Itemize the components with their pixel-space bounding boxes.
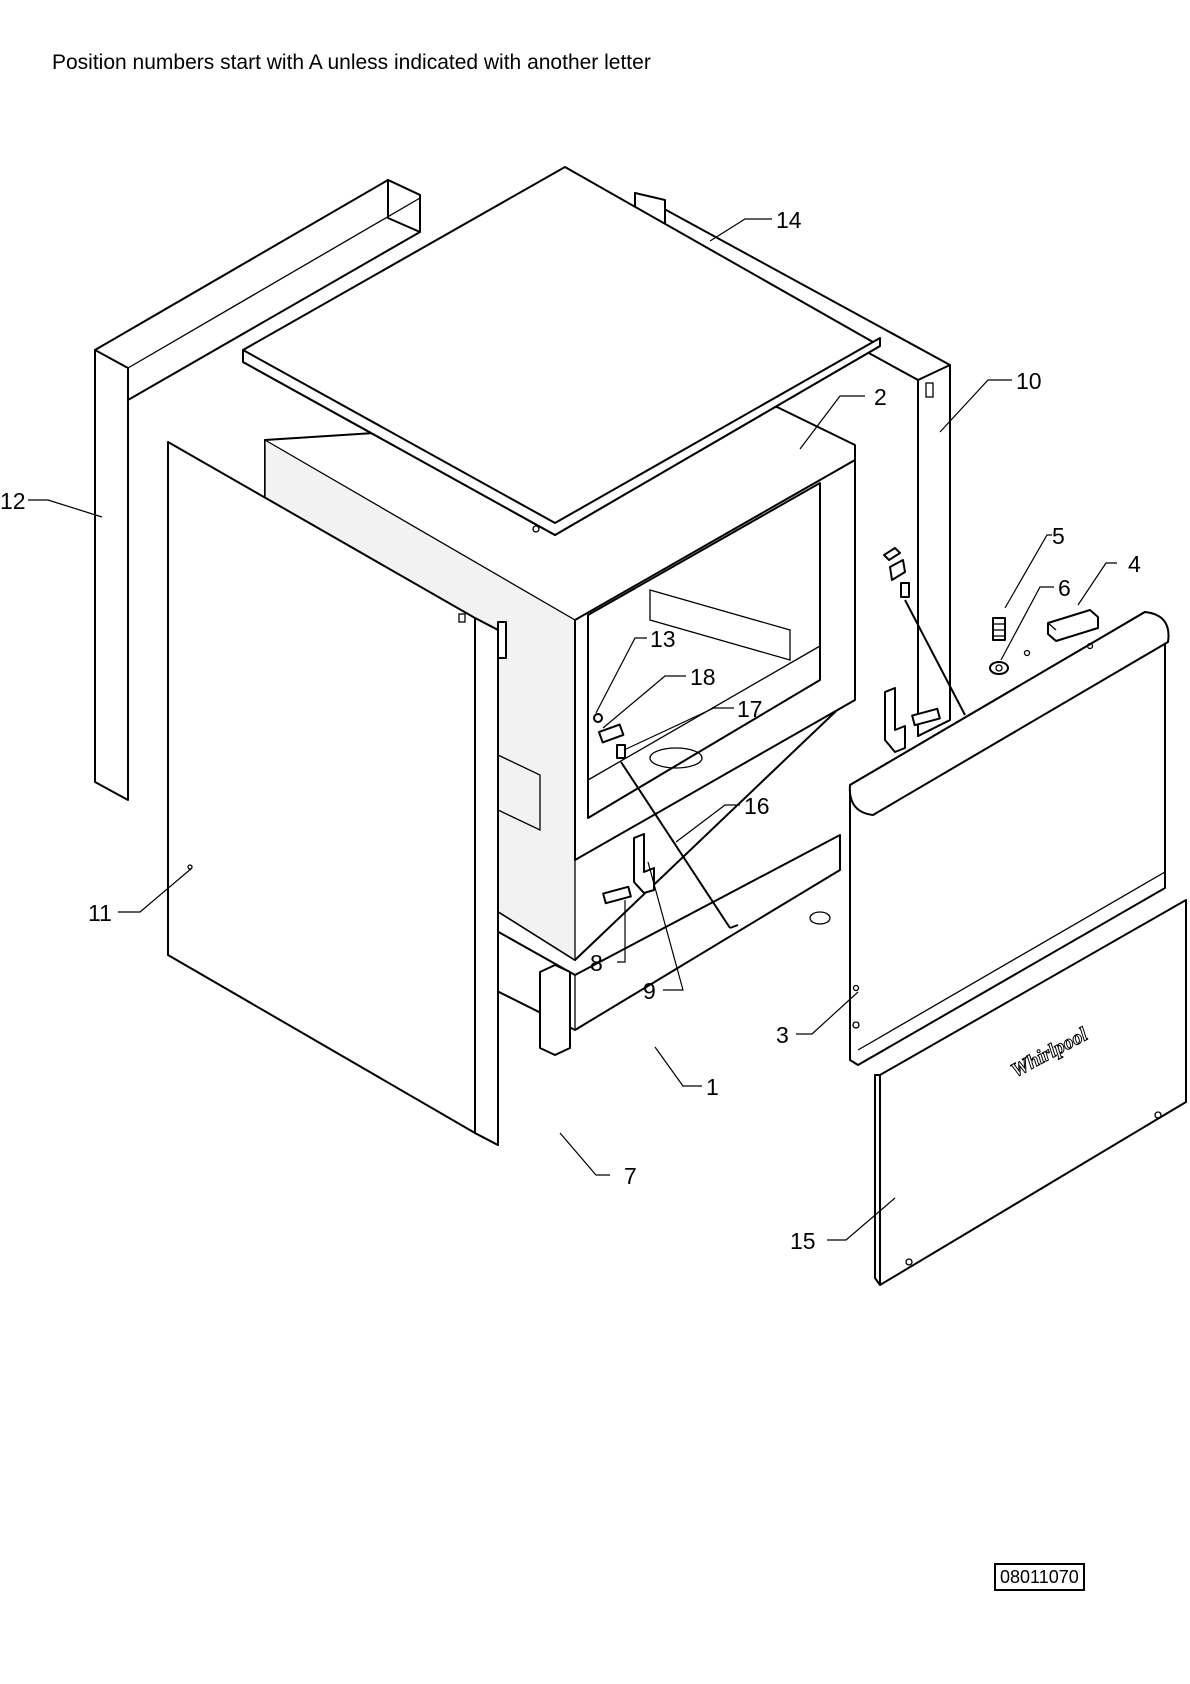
label-2: 2 [874, 384, 887, 410]
top-plate [242, 166, 881, 536]
label-3: 3 [776, 1022, 789, 1048]
label-8: 8 [590, 950, 603, 976]
label-18: 18 [690, 664, 716, 690]
label-11: 11 [88, 900, 112, 926]
label-14: 14 [776, 207, 802, 233]
position-note: Position numbers start with A unless ind… [52, 51, 651, 74]
label-9: 9 [643, 978, 656, 1004]
left-side-panel [94, 179, 421, 801]
label-13: 13 [650, 626, 676, 652]
left-hinge-parts [593, 713, 739, 929]
label-16: 16 [744, 793, 770, 819]
drawing-number-box: 08011070 [994, 1563, 1085, 1591]
nut-part [989, 661, 1009, 675]
label-12: 12 [0, 488, 26, 514]
label-5: 5 [1052, 523, 1065, 549]
spring-part [992, 617, 1006, 641]
plinth-panel: Whirlpool [874, 899, 1187, 1286]
position-labels: 1 2 3 4 5 6 7 8 9 10 11 12 13 14 15 16 1… [0, 207, 1141, 1254]
label-1: 1 [706, 1074, 719, 1100]
left-front-panel [167, 441, 507, 1146]
label-10: 10 [1016, 368, 1042, 394]
right-hinge-parts [883, 547, 966, 753]
latch-block [1047, 609, 1099, 642]
label-6: 6 [1058, 575, 1071, 601]
label-7: 7 [624, 1163, 637, 1189]
label-17: 17 [737, 696, 763, 722]
label-15: 15 [790, 1228, 816, 1254]
label-4: 4 [1128, 551, 1141, 577]
right-side-panel [634, 192, 951, 737]
door-panel [848, 611, 1170, 1066]
leader-lines [28, 218, 1117, 1241]
